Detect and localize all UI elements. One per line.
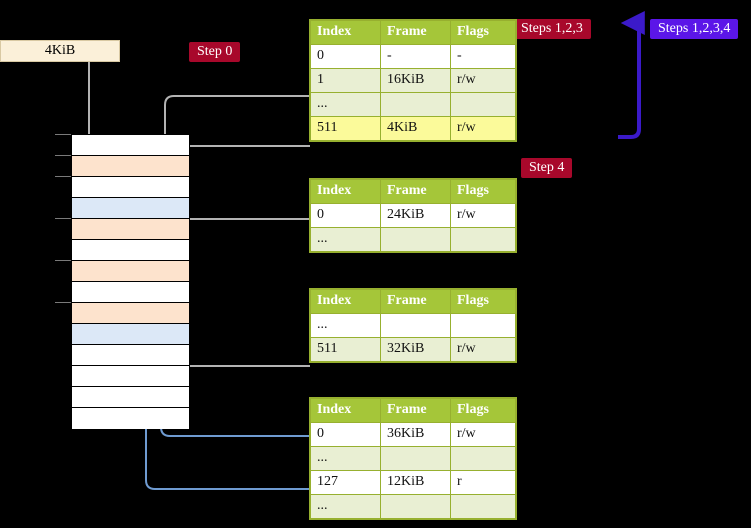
table-header-row: Index Frame Flags — [310, 179, 516, 204]
table-header-row: Index Frame Flags — [310, 20, 516, 45]
badge-step-0: Step 0 — [189, 42, 241, 62]
table-row: ... — [310, 227, 516, 252]
frame-size-box: 4KiB — [0, 40, 120, 62]
cell-index: 511 — [310, 116, 381, 141]
memory-frame-row — [72, 156, 189, 177]
memory-frame-row — [72, 282, 189, 303]
badge-step-4: Step 4 — [521, 158, 573, 178]
memory-frame-row — [72, 219, 189, 240]
column-header-frame: Frame — [380, 398, 451, 423]
badge-steps-123: Steps 1,2,3 — [513, 19, 591, 39]
cell-frame — [380, 313, 451, 338]
table-row: ... — [310, 446, 516, 471]
memory-tick — [55, 218, 71, 219]
column-header-flags: Flags — [450, 179, 516, 204]
column-header-frame: Frame — [380, 20, 451, 45]
cell-flags: r/w — [450, 337, 516, 362]
cell-index: 127 — [310, 470, 381, 495]
cell-index: ... — [310, 92, 381, 117]
cell-frame — [380, 92, 451, 117]
cell-frame: - — [380, 44, 451, 69]
table-header-row: Index Frame Flags — [310, 289, 516, 314]
memory-frame-row — [72, 408, 189, 429]
table-row: 511 4KiB r/w — [310, 116, 516, 141]
table-row: 1 16KiB r/w — [310, 68, 516, 93]
cell-index: 0 — [310, 422, 381, 447]
memory-frame-row — [72, 345, 189, 366]
memory-frame-row — [72, 177, 189, 198]
memory-tick — [55, 155, 71, 156]
cell-flags: r/w — [450, 116, 516, 141]
cell-frame: 16KiB — [380, 68, 451, 93]
column-header-index: Index — [310, 289, 381, 314]
cell-flags: r/w — [450, 422, 516, 447]
physical-memory-column — [71, 134, 190, 429]
cell-flags: - — [450, 44, 516, 69]
frame-size-label: 4KiB — [44, 43, 76, 58]
cell-index: 511 — [310, 337, 381, 362]
cell-flags: r — [450, 470, 516, 495]
page-table-pt: Index Frame Flags 0 36KiB r/w ... 127 12… — [310, 398, 516, 519]
cell-flags — [450, 92, 516, 117]
cell-frame: 32KiB — [380, 337, 451, 362]
column-header-flags: Flags — [450, 20, 516, 45]
wire-pml4-entry-1 — [164, 95, 310, 300]
cell-index: ... — [310, 446, 381, 471]
table-row: 511 32KiB r/w — [310, 337, 516, 362]
page-table-pdp: Index Frame Flags 0 24KiB r/w ... — [310, 179, 516, 252]
memory-frame-row — [72, 261, 189, 282]
table-row: 0 36KiB r/w — [310, 422, 516, 447]
cell-index: ... — [310, 313, 381, 338]
table-row: ... — [310, 494, 516, 519]
memory-tick — [55, 176, 71, 177]
cell-flags — [450, 227, 516, 252]
badge-steps-1234: Steps 1,2,3,4 — [650, 19, 739, 39]
cell-frame — [380, 446, 451, 471]
column-header-index: Index — [310, 20, 381, 45]
memory-frame-row — [72, 366, 189, 387]
memory-tick — [55, 260, 71, 261]
cell-flags: r/w — [450, 68, 516, 93]
memory-tick — [55, 134, 71, 135]
column-header-flags: Flags — [450, 398, 516, 423]
table-header-row: Index Frame Flags — [310, 398, 516, 423]
cell-index: ... — [310, 494, 381, 519]
cell-flags: r/w — [450, 203, 516, 228]
cell-frame — [380, 494, 451, 519]
column-header-frame: Frame — [380, 289, 451, 314]
page-table-pml4: Index Frame Flags 0 - - 1 16KiB r/w ... — [310, 20, 516, 141]
table-row: ... — [310, 313, 516, 338]
cell-index: 0 — [310, 203, 381, 228]
table-row: 127 12KiB r — [310, 470, 516, 495]
page-table-pd: Index Frame Flags ... 511 32KiB r/w — [310, 289, 516, 362]
cell-frame — [380, 227, 451, 252]
memory-frame-row — [72, 135, 189, 156]
memory-frame-row — [72, 240, 189, 261]
cell-index: ... — [310, 227, 381, 252]
memory-frame-row — [72, 387, 189, 408]
cell-flags — [450, 494, 516, 519]
table-row: ... — [310, 92, 516, 117]
memory-tick — [55, 302, 71, 303]
memory-frame-row — [72, 303, 189, 324]
column-header-frame: Frame — [380, 179, 451, 204]
cell-frame: 4KiB — [380, 116, 451, 141]
cell-frame: 12KiB — [380, 470, 451, 495]
table-row: 0 - - — [310, 44, 516, 69]
cell-frame: 24KiB — [380, 203, 451, 228]
wire-steps-bracket-purple — [618, 11, 645, 139]
column-header-index: Index — [310, 179, 381, 204]
table-row: 0 24KiB r/w — [310, 203, 516, 228]
cell-flags — [450, 313, 516, 338]
memory-frame-row — [72, 324, 189, 345]
cell-frame: 36KiB — [380, 422, 451, 447]
cell-index: 1 — [310, 68, 381, 93]
memory-frame-row — [72, 198, 189, 219]
column-header-flags: Flags — [450, 289, 516, 314]
cell-index: 0 — [310, 44, 381, 69]
cell-flags — [450, 446, 516, 471]
column-header-index: Index — [310, 398, 381, 423]
wire-pd-511 — [167, 250, 310, 367]
